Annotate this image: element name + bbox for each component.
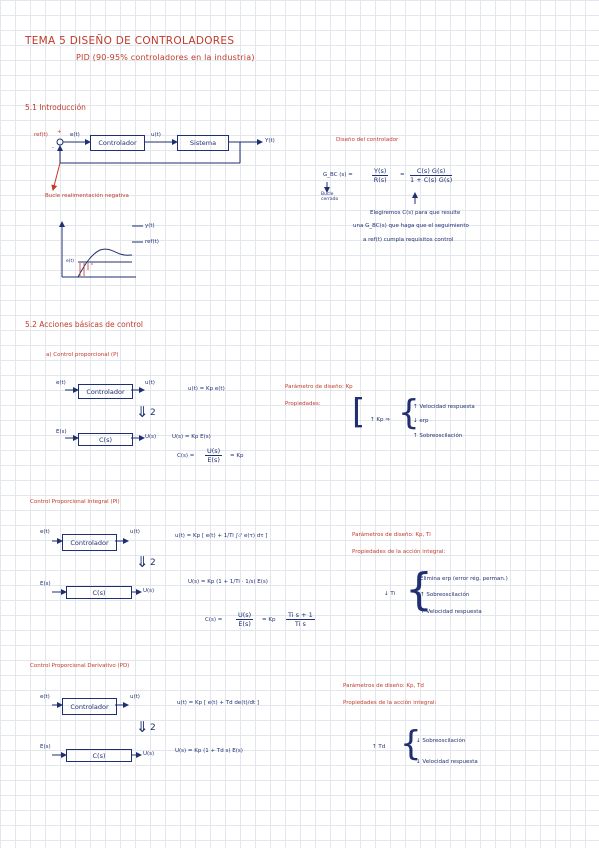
pi-transform-arrow: ⇓ xyxy=(136,553,149,571)
pi-eq-s: U(s) = Kp (1 + 1/Ti · 1/s) E(s) xyxy=(188,579,268,585)
p-left-brace: [ xyxy=(352,392,366,432)
pi-u-out: u(t) xyxy=(130,529,140,535)
page-title: TEMA 5 DISEÑO DE CONTROLADORES xyxy=(25,35,235,47)
gbc-frac-2: C(s) G(s) 1 + C(s) G(s) xyxy=(410,167,453,184)
p-eq-s: U(s) = Kp E(s) xyxy=(172,434,211,440)
pi-prop-2: ↑ Sobreoscilación xyxy=(420,592,470,598)
p-param: Parámetro de diseño: Kp xyxy=(285,384,353,390)
gbc-frac-1: Y(s) R(s) xyxy=(372,167,389,184)
pi-prop-1: Elimina erp (error rég. perman.) xyxy=(420,576,508,582)
system-block: Sistema xyxy=(177,135,229,151)
design-note-1: Elegiremos C(s) para que resulte xyxy=(370,210,461,216)
pd-U-out: U(s) xyxy=(143,751,155,757)
p-prop-1: ↑ Velocidad respuesta xyxy=(413,404,475,410)
pi-props-lhs: ↓ Ti xyxy=(384,591,396,597)
p-transform-arrow: ⇓ xyxy=(136,403,149,421)
p-u-out: u(t) xyxy=(145,380,155,386)
ref-label: ref(t) xyxy=(34,132,48,138)
pi-C-block: C(s) xyxy=(66,586,132,599)
control-signal-label: u(t) xyxy=(151,132,161,138)
legend-y: y(t) xyxy=(145,223,155,229)
pi-arrow-label: 2 xyxy=(150,558,156,568)
pd-transform-arrow: ⇓ xyxy=(136,718,149,736)
p-cs-frac: U(s) E(s) xyxy=(205,447,223,464)
pd-u-out: u(t) xyxy=(130,694,140,700)
design-note-3: a ref(t) cumpla requisitos control xyxy=(363,237,454,243)
pd-props-title: Propiedades de la acción integral: xyxy=(343,700,437,706)
p-title: a) Control proporcional (P) xyxy=(46,352,119,358)
pd-eq-s: U(s) = Kp (1 + Td s) E(s) xyxy=(175,748,243,754)
pi-title: Control Proporcional Integral (PI) xyxy=(30,499,120,505)
pd-e-in: e(t) xyxy=(40,694,50,700)
p-e-in: e(t) xyxy=(56,380,66,386)
p-C-block: C(s) xyxy=(78,433,133,446)
p-prop-2: ↓ erp xyxy=(413,418,429,424)
controller-block: Controlador xyxy=(90,135,145,151)
pi-cs-frac: U(s) E(s) xyxy=(236,611,254,628)
error-label: e(t) xyxy=(70,132,80,138)
design-note-2: una G_BC(s) que haga que el seguimiento xyxy=(353,223,469,229)
pi-prop-3: ↑ Velocidad respuesta xyxy=(420,609,482,615)
pd-props-lhs: ↑ Td xyxy=(372,744,386,750)
pi-cs2-frac: Ti s + 1 Ti s xyxy=(286,611,315,628)
output-label: Y(t) xyxy=(265,138,275,144)
p-arrow-label: 2 xyxy=(150,408,156,418)
pi-e-in: e(t) xyxy=(40,529,50,535)
loop-note: Bucle realimentación negativa xyxy=(45,193,129,199)
p-U-out: U(s) xyxy=(145,434,157,440)
pi-cs-lhs: C(s) = xyxy=(205,617,223,623)
sum-minus: - xyxy=(52,145,54,151)
pi-E-in: E(s) xyxy=(40,581,51,587)
p-cs-lhs: C(s) = xyxy=(177,453,195,459)
gbc-eq: = xyxy=(400,172,405,178)
p-props-lhs: ↑ Kp ⇒ xyxy=(370,417,390,423)
section-5-1-title: 5.1 Introducción xyxy=(25,103,86,112)
pi-cs-mid: = Kp xyxy=(262,617,276,623)
pd-C-block: C(s) xyxy=(66,749,132,762)
page-subtitle: PID (90-95% controladores en la industri… xyxy=(76,53,255,62)
p-props-title: Propiedades: xyxy=(285,401,321,407)
section-5-2-title: 5.2 Acciones básicas de control xyxy=(25,320,144,329)
pd-prop-2: ↓ Velocidad respuesta xyxy=(416,759,478,765)
p-prop-3: ↑ Sobreoscilación xyxy=(413,433,463,439)
pi-U-out: U(s) xyxy=(143,588,155,594)
pi-param: Parámetros de diseño: Kp, Ti xyxy=(352,532,431,538)
sum-plus: + xyxy=(57,129,62,135)
p-eq-time: u(t) = Kp e(t) xyxy=(188,386,225,392)
p-cs-rhs: = Kp xyxy=(230,453,244,459)
pd-eq-time: u(t) = Kp [ e(t) + Td de(t)/dt ] xyxy=(177,700,260,706)
pi-props-title: Propiedades de la acción integral: xyxy=(352,549,446,555)
legend-ref: ref(t) xyxy=(145,239,159,245)
p-right-brace: { xyxy=(398,393,420,433)
pd-brace: { xyxy=(400,724,422,764)
pd-title: Control Proporcional Derivativo (PD) xyxy=(30,663,130,669)
pd-E-in: E(s) xyxy=(40,744,51,750)
design-title: Diseño del controlador xyxy=(336,137,399,143)
pd-arrow-label: 2 xyxy=(150,723,156,733)
pi-eq-time: u(t) = Kp [ e(t) + 1/Ti ∫₀ᵗ e(τ) dτ ] xyxy=(175,533,268,539)
pd-param: Parámetros de diseño: Kp, Td xyxy=(343,683,424,689)
bucle-cerrado-note: Bucle cerrado xyxy=(321,192,339,202)
graph-error-label: e(t) xyxy=(66,259,75,264)
pi-controller-block: Controlador xyxy=(62,534,117,551)
pd-controller-block: Controlador xyxy=(62,698,117,715)
p-E-in: E(s) xyxy=(56,429,67,435)
pd-prop-1: ↓ Sobreoscilación xyxy=(416,738,466,744)
gbc-lhs: G_BC (s) = xyxy=(323,172,353,178)
pi-brace: { xyxy=(405,564,433,615)
p-controller-block: Controlador xyxy=(78,384,133,399)
